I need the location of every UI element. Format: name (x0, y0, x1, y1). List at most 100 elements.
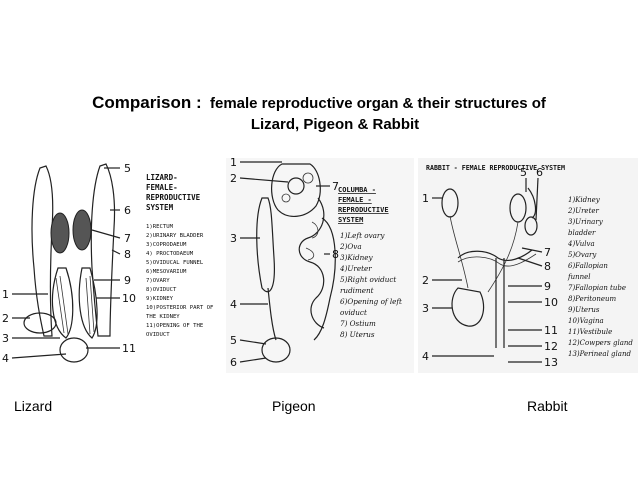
rabbit-legend-item: funnel (567, 273, 591, 281)
rabbit-label-8: 8 (544, 260, 551, 273)
cloaca-shape (59, 337, 89, 363)
pigeon-heading-1: COLUMBA - (338, 186, 376, 194)
rabbit-label-4: 4 (422, 350, 429, 363)
rabbit-label-5: 5 (520, 166, 527, 179)
pigeon-legend-item: 3)Kidney (340, 253, 374, 262)
rabbit-legend-item: bladder (568, 229, 596, 237)
pigeon-legend-item: 7) Ostium (340, 319, 376, 328)
rabbit-legend-item: 10)Vagina (568, 317, 604, 325)
lizard-legend-item: 9)KIDNEY (146, 296, 174, 302)
rabbit-label-11: 11 (544, 324, 558, 337)
right-kidney-shape (78, 267, 98, 339)
rabbit-photo-bg (418, 158, 638, 373)
uterus-shape (457, 249, 533, 262)
urinary-bladder-shape (23, 312, 57, 334)
lizard-drawing: 5 6 7 8 9 10 11 1 2 3 4 LIZARD- FEMALE- … (2, 162, 214, 365)
pigeon-legend-item: 5)Right oviduct (340, 275, 396, 284)
pigeon-diagram: 1 2 7 3 8 4 5 6 COLUMBA - FEMALE - REPRO… (226, 158, 414, 373)
pigeon-legend-item: oviduct (340, 308, 367, 317)
lizard-legend-item: 8)OVIDUCT (146, 287, 177, 293)
lizard-legend-item: 1)RECTUM (146, 224, 174, 230)
rabbit-label-6: 6 (536, 166, 543, 179)
pigeon-heading-2: FEMALE - (338, 196, 372, 204)
title-line1: female reproductive organ & their struct… (209, 95, 546, 112)
vagina-shape (495, 258, 505, 348)
pigeon-legend-item: 2)Ova (339, 242, 362, 251)
lizard-legend-item: 10)POSTERIOR PART OF (146, 305, 214, 311)
ovum-shape (302, 172, 314, 184)
rabbit-label-1: 1 (422, 192, 429, 205)
uterus-shape (313, 217, 336, 341)
lizard-label-9: 9 (124, 274, 131, 287)
rabbit-legend-item: 3)Urinary (568, 218, 604, 226)
lizard-legend-item: 7)OVARY (146, 278, 170, 284)
pigeon-legend-item: 4)Ureter (339, 264, 372, 273)
pigeon-label-3: 3 (230, 232, 237, 245)
lizard-legend-item: 6)MESOVARIUM (146, 269, 187, 275)
rabbit-legend-item: 12)Cowpers gland (568, 339, 633, 347)
pigeon-legend-item: 1)Left ovary (340, 231, 385, 240)
pigeon-legend-item: 8) Uterus (340, 330, 375, 339)
rabbit-drawing: RABBIT - FEMALE REPRODUCTIVE SYSTEM (418, 158, 638, 373)
lizard-legend-item: 11)OPENING OF THE (146, 323, 204, 329)
rabbit-diagram: RABBIT - FEMALE REPRODUCTIVE SYSTEM (418, 158, 638, 373)
pigeon-legend-item: rudiment (340, 286, 374, 295)
rabbit-legend-item: 2)Ureter (567, 207, 600, 215)
pigeon-label-2: 2 (230, 172, 237, 185)
left-kidney-shape (51, 267, 74, 339)
rabbit-legend-item: 4)Vulva (567, 240, 595, 248)
lizard-label-2: 2 (2, 312, 9, 325)
lizard-label-10: 10 (122, 292, 136, 305)
rabbit-legend-item: 8)Peritoneum (568, 295, 616, 303)
lizard-label-1: 1 (2, 288, 9, 301)
lizard-legend-item: 4) PROCTODAEUM (146, 251, 194, 257)
pigeon-label-8: 8 (332, 248, 339, 261)
pigeon-label-7: 7 (332, 180, 339, 193)
pigeon-heading-3: REPRODUCTIVE (338, 206, 389, 214)
rabbit-legend-item: 6)Fallopian (568, 262, 608, 270)
lizard-label-4: 4 (2, 352, 9, 365)
pigeon-drawing: 1 2 7 3 8 4 5 6 COLUMBA - FEMALE - REPRO… (226, 158, 414, 373)
rabbit-label-9: 9 (544, 280, 551, 293)
rabbit-caption: Rabbit (527, 398, 568, 414)
right-ovary-shape (72, 209, 92, 251)
lizard-caption: Lizard (14, 398, 53, 414)
rabbit-legend-item: 9)Uterus (568, 306, 600, 314)
lizard-heading-3: REPRODUCTIVE (146, 193, 201, 202)
rabbit-label-3: 3 (422, 302, 429, 315)
rabbit-label-13: 13 (544, 356, 558, 369)
rabbit-legend-item: 13)Perineal gland (568, 350, 631, 358)
lizard-diagram: 5 6 7 8 9 10 11 1 2 3 4 LIZARD- FEMALE- … (0, 158, 222, 373)
left-ovary-shape (50, 212, 70, 254)
pigeon-heading-4: SYSTEM (338, 216, 363, 224)
ovum-shape (281, 193, 291, 203)
rabbit-legend-item: 1)Kidney (568, 196, 601, 204)
lizard-heading-2: FEMALE- (146, 183, 178, 192)
lizard-heading-4: SYSTEM (146, 203, 174, 212)
page-subtitle: Lizard, Pigeon & Rabbit (250, 116, 420, 133)
lizard-heading-1: LIZARD- (146, 173, 178, 182)
lizard-label-3: 3 (2, 332, 9, 345)
lizard-label-7: 7 (124, 232, 131, 245)
ovum-shape (287, 177, 305, 195)
lizard-legend-item: THE KIDNEY (146, 314, 180, 320)
ovary-shape (524, 216, 538, 236)
fallopian-funnel-shape (527, 187, 537, 219)
right-oviduct-shape (90, 163, 116, 337)
rabbit-label-7: 7 (544, 246, 551, 259)
lizard-label-11: 11 (122, 342, 136, 355)
lizard-label-8: 8 (124, 248, 131, 261)
urinary-bladder-shape (451, 287, 485, 327)
rabbit-label-2: 2 (422, 274, 429, 287)
pigeon-label-4: 4 (230, 298, 237, 311)
rabbit-legend-item: 5)Ovary (568, 251, 597, 259)
pigeon-caption: Pigeon (272, 398, 316, 414)
lizard-legend-item: 3)COPRODAEUM (146, 242, 187, 248)
pigeon-label-5: 5 (230, 334, 237, 347)
lizard-legend-item: 2)URINARY BLADDER (146, 233, 204, 239)
pigeon-label-6: 6 (230, 356, 237, 369)
lizard-legend-item: OVIDUCT (146, 332, 170, 338)
pigeon-label-1: 1 (230, 158, 237, 169)
pigeon-legend-item: 6)Opening of left (340, 297, 402, 306)
lizard-label-5: 5 (124, 162, 131, 175)
